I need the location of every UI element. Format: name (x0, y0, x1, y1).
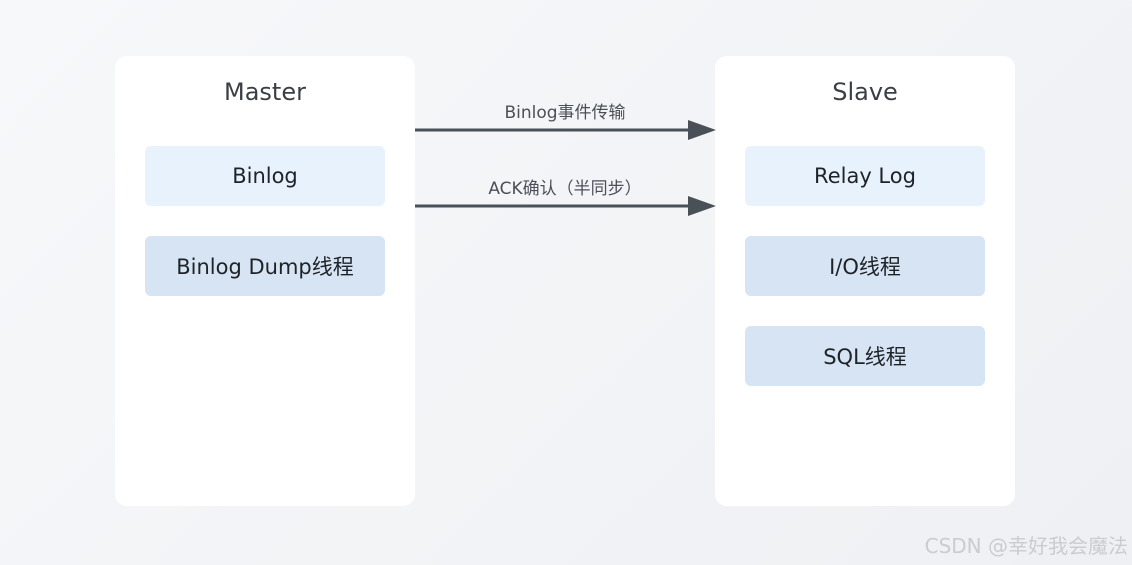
slave-title: Slave (832, 78, 898, 106)
binlog-transfer-arrow (415, 120, 716, 140)
binlog-dump-thread-box: Binlog Dump线程 (145, 236, 385, 296)
ack-arrow (415, 196, 716, 216)
ack-label: ACK确认（半同步） (488, 179, 642, 199)
master-title: Master (224, 78, 306, 106)
binlog-transfer-label: Binlog事件传输 (504, 103, 626, 123)
relay-log-box: Relay Log (745, 146, 985, 206)
io-thread-box: I/O线程 (745, 236, 985, 296)
binlog-box: Binlog (145, 146, 385, 206)
watermark: CSDN @幸好我会魔法 (924, 534, 1128, 558)
slave-panel: Slave Relay Log I/O线程 SQL线程 (715, 56, 1015, 506)
sql-thread-box: SQL线程 (745, 326, 985, 386)
master-panel: Master Binlog Binlog Dump线程 (115, 56, 415, 506)
